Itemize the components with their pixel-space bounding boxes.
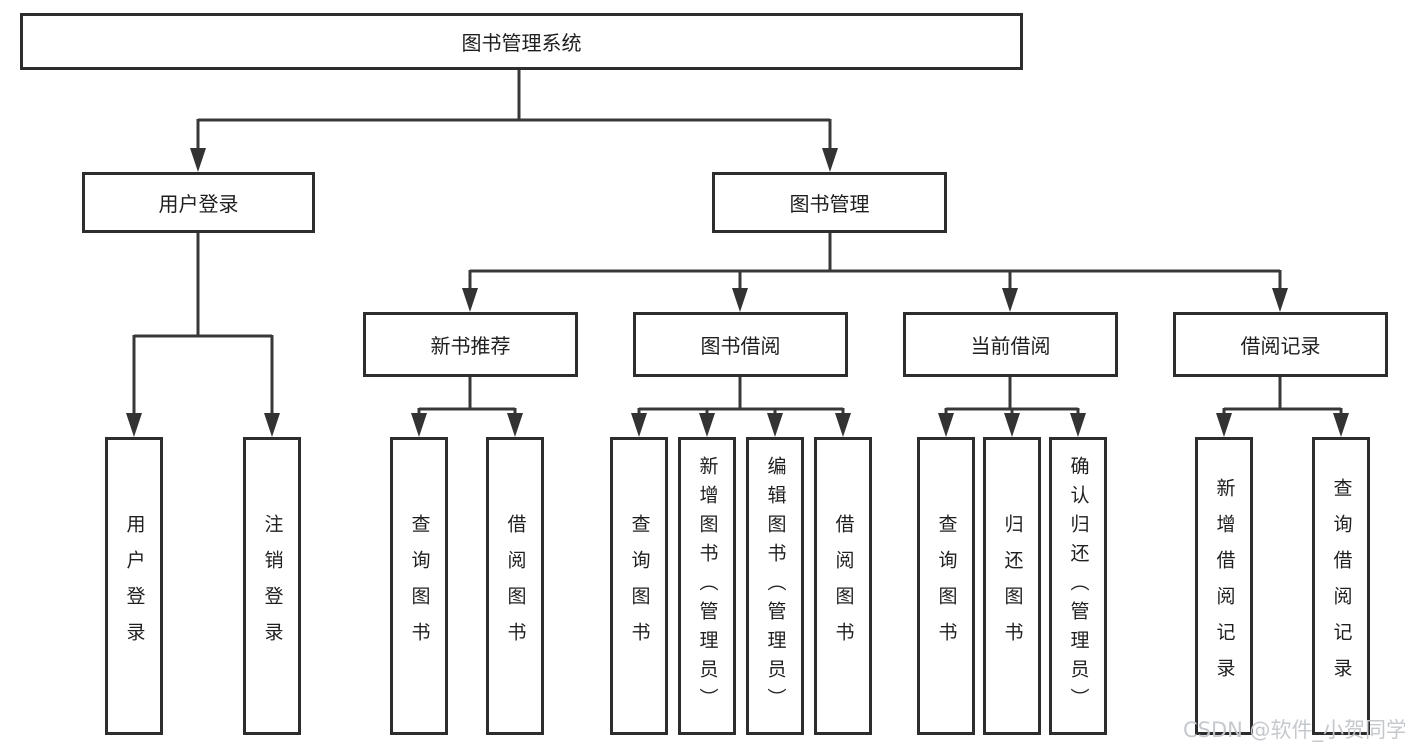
leaf-query-borrow-record: 查询借阅记录 bbox=[1312, 437, 1370, 735]
leaf-borrow-books-recommend: 借阅图书 bbox=[486, 437, 544, 735]
leaf-confirm-return-admin: 确认归还（管理员） bbox=[1049, 437, 1107, 735]
leaf-user-login: 用户登录 bbox=[105, 437, 163, 735]
leaf-return-books: 归还图书 bbox=[983, 437, 1041, 735]
leaf-query-books-borrowing: 查询图书 bbox=[610, 437, 668, 735]
leaf-add-books-admin: 新增图书（管理员） bbox=[678, 437, 736, 735]
node-library-system: 图书管理系统 bbox=[20, 13, 1023, 70]
node-user-login: 用户登录 bbox=[82, 172, 315, 233]
node-borrow-records: 借阅记录 bbox=[1173, 312, 1388, 377]
leaf-query-books-recommend: 查询图书 bbox=[390, 437, 448, 735]
leaf-edit-books-admin: 编辑图书（管理员） bbox=[746, 437, 804, 735]
leaf-query-books-current: 查询图书 bbox=[917, 437, 975, 735]
watermark: CSDN @软件_小贺同学 bbox=[1183, 718, 1405, 742]
node-book-borrowing: 图书借阅 bbox=[633, 312, 848, 377]
leaf-add-borrow-record: 新增借阅记录 bbox=[1195, 437, 1253, 735]
node-current-borrowing: 当前借阅 bbox=[903, 312, 1118, 377]
node-book-management: 图书管理 bbox=[712, 172, 947, 233]
leaf-borrow-books: 借阅图书 bbox=[814, 437, 872, 735]
leaf-logout: 注销登录 bbox=[243, 437, 301, 735]
node-new-book-recommend: 新书推荐 bbox=[363, 312, 578, 377]
